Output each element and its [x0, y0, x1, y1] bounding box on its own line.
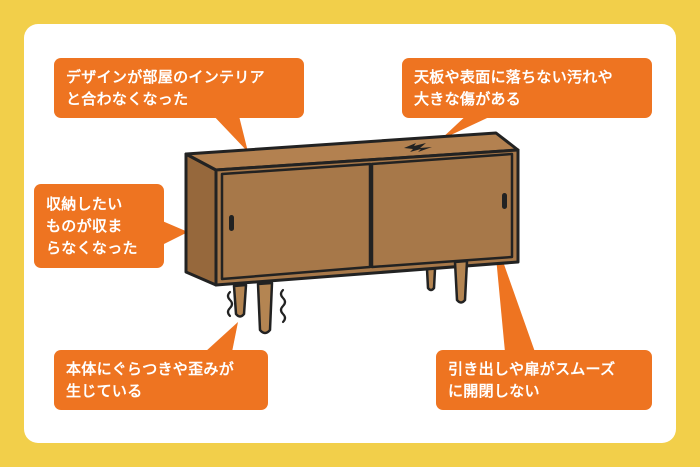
- front-leg-middle: [256, 281, 274, 335]
- callout-storage-full: 収納したい ものが収ま らなくなった: [34, 184, 164, 268]
- callout-tail-storage: [160, 220, 188, 246]
- front-leg-left: [232, 283, 248, 318]
- crack-icon: [404, 143, 432, 152]
- sideboard-side: [184, 152, 218, 287]
- door-handle-icon: [229, 215, 234, 231]
- callout-top-damage: 天板や表面に落ちない汚れや 大きな傷がある: [402, 58, 652, 118]
- door-handle-icon: [502, 193, 507, 209]
- wobble-lines-icon: [226, 288, 287, 324]
- sliding-door-right: [370, 152, 514, 269]
- callout-tail-wobble: [205, 322, 238, 352]
- callout-drawer-stuck: 引き出しや扉がスムーズ に開閉しない: [436, 350, 652, 410]
- callout-design-mismatch: デザインが部屋のインテリア と合わなくなった: [54, 58, 304, 118]
- callout-tail-top-damage: [440, 112, 500, 140]
- callout-tail-design: [210, 112, 248, 152]
- callout-tail-drawer: [494, 236, 535, 352]
- sliding-door-left: [220, 162, 372, 281]
- front-leg-right: [453, 259, 469, 304]
- callout-wobble: 本体にぐらつきや歪みが 生じている: [54, 350, 268, 410]
